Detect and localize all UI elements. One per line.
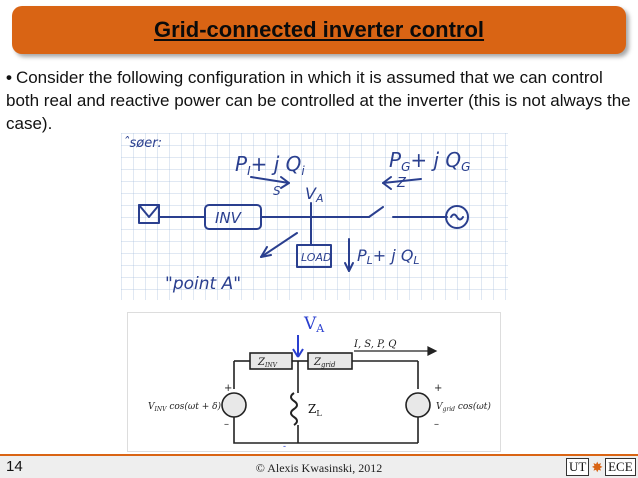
v-grid-label: Vgrid cos(ωt) bbox=[436, 401, 491, 413]
load-box-label: LOAD bbox=[301, 251, 331, 264]
va-annotation: VA bbox=[303, 314, 325, 335]
bullet-text: Consider the following configuration in … bbox=[6, 68, 631, 133]
p-inv-label: PI+ j Qi bbox=[235, 152, 305, 178]
grid-source-icon bbox=[405, 392, 431, 418]
logo-ut: UT bbox=[566, 458, 590, 476]
logo-star-icon: ✸ bbox=[591, 458, 604, 475]
sketch-svg: ˆsøer: PI+ j Qi S PG+ j QG Z VA INV LOAD… bbox=[123, 136, 470, 294]
grid-source-icon bbox=[445, 205, 469, 229]
load-box bbox=[296, 244, 332, 268]
inv-box-label: INV bbox=[215, 209, 243, 227]
arrow-s-label: S bbox=[273, 184, 281, 198]
v-grid-minus: – bbox=[434, 419, 439, 430]
slide-title: Grid-connected inverter control bbox=[153, 17, 485, 42]
footer-bar bbox=[0, 456, 638, 478]
z-inv-label: ZINV bbox=[257, 357, 278, 369]
load-power-label: PL+ j QL bbox=[357, 246, 420, 267]
sketch-corner-note: ˆsøer: bbox=[123, 136, 162, 151]
v-grid-plus: + bbox=[434, 383, 442, 394]
logo-ece: ECE bbox=[605, 458, 636, 476]
circuit-svg: VA ZINV Zgrid I, S, P, Q VINV cos(ωt + δ… bbox=[148, 314, 491, 451]
arrow-z-label: Z bbox=[396, 176, 407, 191]
bottom-dash-mark: - bbox=[283, 442, 286, 451]
ut-ece-logo: UT ✸ ECE bbox=[566, 458, 636, 476]
va-label: VA bbox=[305, 184, 323, 205]
circuit-diagram: VA ZINV Zgrid I, S, P, Q VINV cos(ωt + δ… bbox=[127, 312, 501, 452]
bullet-marker: • bbox=[6, 68, 12, 87]
bullet-point: •Consider the following configuration in… bbox=[6, 66, 632, 135]
footer-divider bbox=[0, 454, 638, 456]
pv-panel-icon bbox=[138, 204, 160, 224]
hand-sketch-diagram: ˆsøer: PI+ j Qi S PG+ j QG Z VA INV LOAD… bbox=[121, 133, 508, 300]
zl-label: ZL bbox=[308, 402, 322, 418]
v-inv-plus: + bbox=[224, 383, 232, 394]
z-grid-label: Zgrid bbox=[313, 357, 336, 369]
v-inv-minus: – bbox=[224, 419, 229, 430]
inverter-source-icon bbox=[221, 392, 247, 418]
point-a-label: "point A" bbox=[165, 274, 241, 294]
v-inv-label: VINV cos(ωt + δ) bbox=[148, 401, 222, 413]
slide-number: 14 bbox=[6, 458, 23, 475]
copyright-text: © Alexis Kwasinski, 2012 bbox=[255, 461, 383, 475]
p-grid-label: PG+ j QG bbox=[389, 148, 470, 174]
load-inductor-icon bbox=[290, 392, 298, 426]
title-bar: Grid-connected inverter control bbox=[12, 6, 626, 54]
quantities-label: I, S, P, Q bbox=[353, 339, 396, 350]
